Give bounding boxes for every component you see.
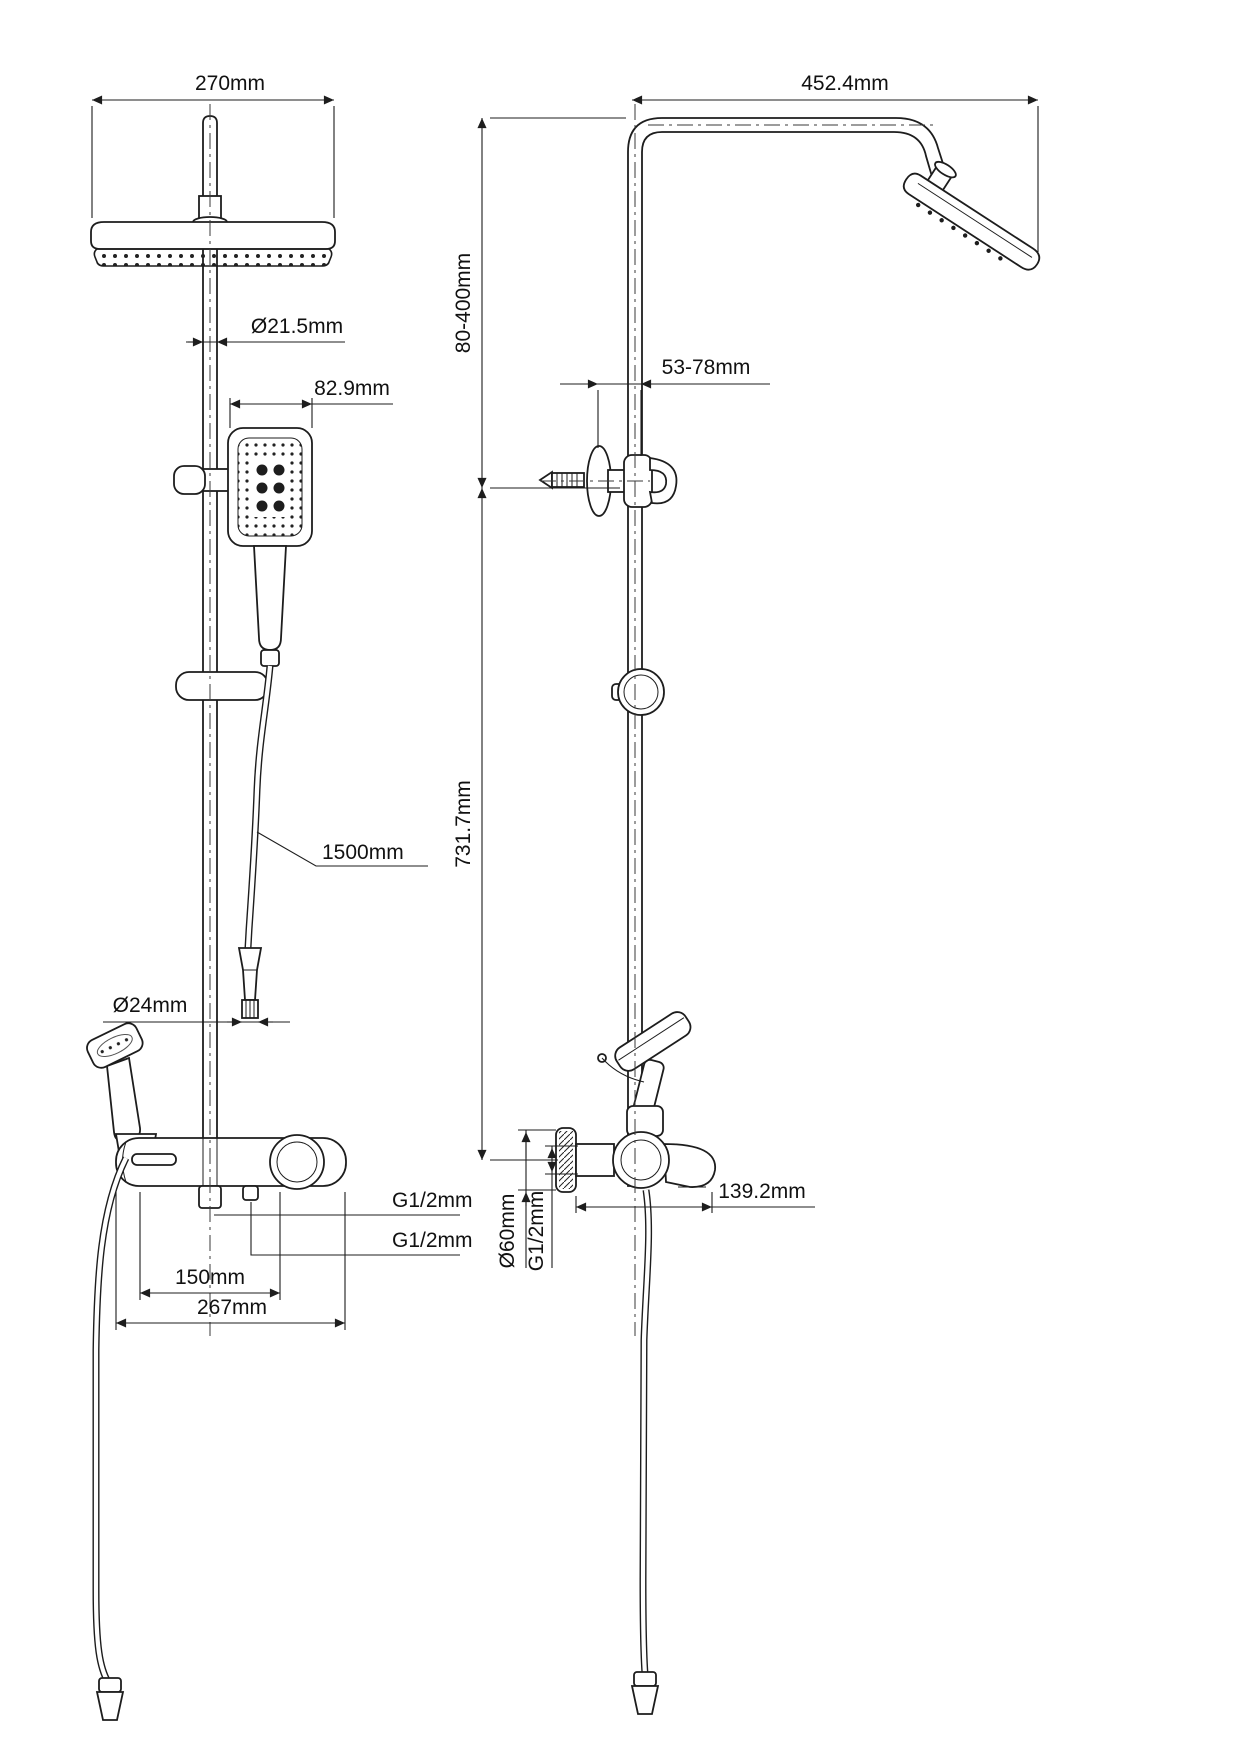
hose-cone-fitting	[237, 947, 263, 1001]
front-rain-head-face	[93, 248, 333, 267]
dim-label-hose-nut-diameter: Ø24mm	[113, 994, 188, 1017]
dim-label-outlet-spacing: 150mm	[175, 1266, 245, 1289]
hand-shower-handle	[253, 545, 287, 651]
slider-clamp	[175, 671, 269, 701]
side-view	[538, 117, 1041, 1715]
side-spray-lever	[601, 1057, 645, 1083]
dimensions-side: 452.4mm 80-400mm 53-78mm 731.7mm 139.2mm…	[452, 72, 1039, 1272]
dim-label-riser-adjust: 80-400mm	[452, 253, 475, 353]
mixer-side	[555, 1127, 716, 1193]
mixer-stem	[575, 1143, 615, 1177]
dim-label-outlet-thread-bottom: G1/2mm	[392, 1229, 473, 1252]
mixer-front	[115, 1134, 347, 1209]
side-hose-nut	[633, 1671, 657, 1687]
dim-label-wall-distance: 53-78mm	[662, 356, 751, 379]
shower-hose	[237, 665, 274, 1019]
spray-hose-cone	[95, 1691, 125, 1721]
side-hand-spray	[597, 1011, 692, 1137]
hand-shower-bracket-knob	[173, 465, 206, 495]
mixer-hose-outlet	[242, 1185, 259, 1201]
dim-label-mixer-projection: 139.2mm	[718, 1180, 806, 1203]
dim-label-outlet-thread-top: G1/2mm	[392, 1189, 473, 1212]
hand-shower	[227, 427, 313, 667]
front-rain-head	[90, 221, 336, 250]
hand-shower-hose-nut	[260, 649, 280, 667]
dim-label-mixer-width: 267mm	[197, 1296, 267, 1319]
bracket-screw-tip	[538, 470, 553, 490]
slider-ring	[611, 668, 665, 716]
mixer-spout-slot	[131, 1153, 177, 1166]
hand-spray-handle	[106, 1056, 141, 1142]
front-view	[86, 115, 347, 1721]
dim-label-overall-width: 270mm	[195, 72, 265, 95]
mixer-handle-knob	[269, 1134, 325, 1190]
hand-shower-bracket-arm	[202, 468, 232, 492]
dim-label-column-height: 731.7mm	[452, 780, 475, 868]
dim-label-escutcheon-diameter: Ø60mm	[496, 1194, 519, 1269]
dim-label-hand-shower-width: 82.9mm	[314, 377, 390, 400]
dim-label-pipe-diameter: Ø21.5mm	[251, 315, 343, 338]
dim-label-arm-projection: 452.4mm	[801, 72, 889, 95]
dimensions-front: 270mm Ø21.5mm 82.9mm 1500mm Ø24mm G1/2mm…	[91, 72, 473, 1330]
side-spray-head	[614, 1011, 692, 1072]
side-hose-cone	[630, 1685, 660, 1715]
dim-label-hose-length: 1500mm	[322, 841, 404, 864]
spray-hose	[92, 1156, 130, 1721]
spray-hose-nut	[98, 1677, 122, 1693]
mixer-spout-side	[663, 1143, 716, 1188]
bracket-holder-hook	[648, 456, 678, 505]
bracket-screw	[551, 472, 585, 488]
side-rain-head	[902, 172, 1041, 271]
side-hose	[630, 1189, 660, 1715]
dim-label-inlet-thread: G1/2mm	[525, 1191, 548, 1272]
